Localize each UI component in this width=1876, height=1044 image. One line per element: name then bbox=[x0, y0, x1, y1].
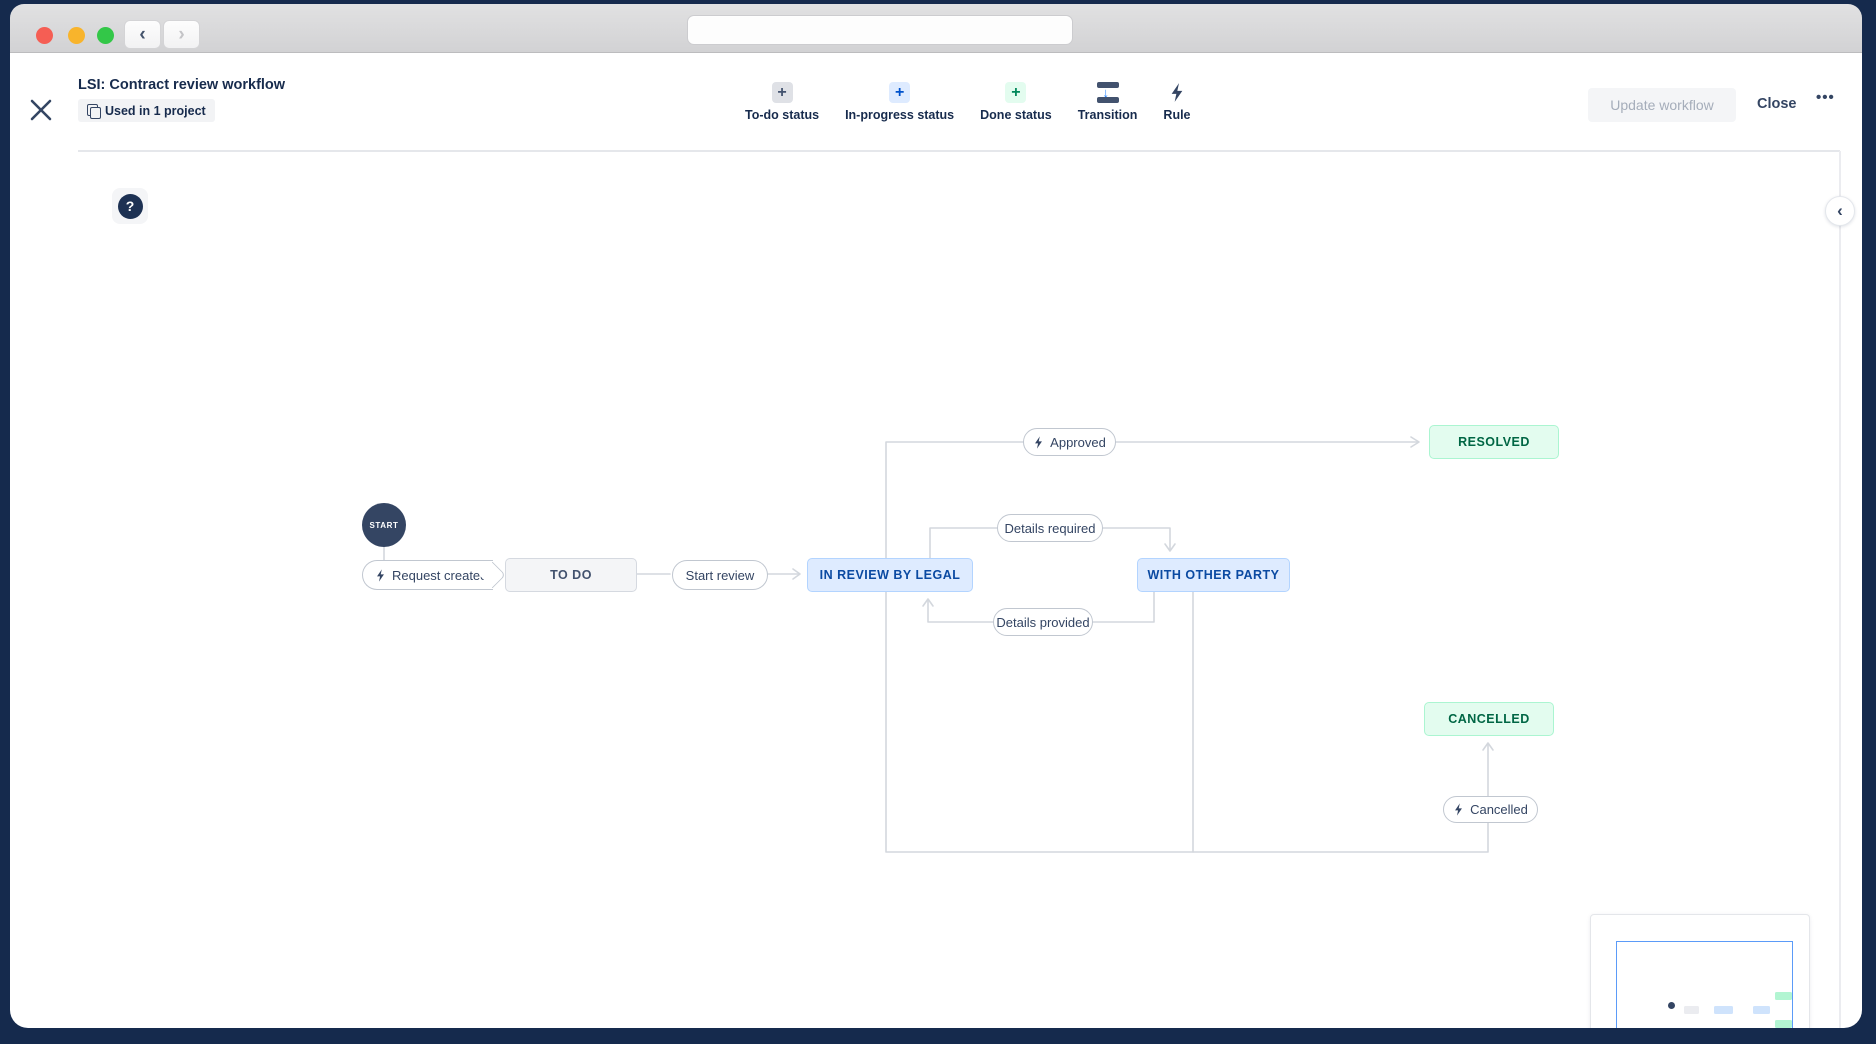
tool-label: Done status bbox=[980, 108, 1052, 122]
chevron-left-icon: ‹ bbox=[1837, 200, 1843, 220]
transition-label: Cancelled bbox=[1470, 802, 1528, 817]
start-node[interactable]: START bbox=[362, 503, 406, 547]
transition-icon: ↓ bbox=[1096, 82, 1119, 103]
browser-forward-button[interactable]: › bbox=[163, 20, 200, 49]
transition-label: Request created bbox=[392, 567, 488, 583]
transition-label: Approved bbox=[1050, 434, 1106, 450]
transition-details-required[interactable]: Details required bbox=[997, 514, 1103, 542]
add-done-status-button[interactable]: + Done status bbox=[980, 82, 1052, 122]
status-resolved[interactable]: RESOLVED bbox=[1429, 425, 1559, 459]
question-icon: ? bbox=[117, 193, 143, 219]
projects-icon bbox=[87, 104, 101, 119]
rule-bolt-icon bbox=[1169, 82, 1185, 103]
minimap-status-in-review bbox=[1714, 1006, 1733, 1014]
transition-label: Start review bbox=[685, 567, 755, 583]
add-rule-button[interactable]: Rule bbox=[1163, 82, 1191, 122]
close-editor-icon[interactable] bbox=[28, 97, 54, 123]
minimap-status-with-other-party bbox=[1753, 1006, 1770, 1014]
add-transition-button[interactable]: ↓ Transition bbox=[1077, 82, 1138, 122]
usage-badge-label: Used in 1 project bbox=[105, 103, 206, 118]
update-workflow-button[interactable]: Update workflow bbox=[1588, 88, 1736, 122]
collapse-panel-button[interactable]: ‹ bbox=[1825, 196, 1855, 226]
rule-bolt-icon bbox=[1453, 803, 1464, 816]
minimap-start-node bbox=[1668, 1002, 1675, 1009]
transition-label: Details required bbox=[1004, 520, 1096, 536]
transition-details-provided[interactable]: Details provided bbox=[993, 608, 1093, 636]
status-with-other-party[interactable]: WITH OTHER PARTY bbox=[1137, 558, 1290, 592]
forward-icon: › bbox=[178, 23, 185, 45]
add-todo-status-button[interactable]: + To-do status bbox=[745, 82, 819, 122]
workflow-connectors bbox=[383, 436, 1494, 853]
editor-toolbar: + To-do status + In-progress status + Do… bbox=[745, 82, 1191, 122]
todo-plus-icon: + bbox=[771, 82, 793, 103]
close-window-button[interactable] bbox=[36, 27, 53, 44]
panel-divider bbox=[1839, 151, 1841, 1028]
inprogress-plus-icon: + bbox=[889, 82, 911, 103]
transition-cancelled[interactable]: Cancelled bbox=[1443, 796, 1538, 823]
minimap-status-todo bbox=[1684, 1006, 1699, 1014]
tool-label: Rule bbox=[1163, 108, 1191, 122]
minimize-window-button[interactable] bbox=[68, 27, 85, 44]
back-icon: ‹ bbox=[139, 23, 146, 45]
header-divider bbox=[78, 150, 1840, 152]
add-inprogress-status-button[interactable]: + In-progress status bbox=[845, 82, 954, 122]
usage-badge[interactable]: Used in 1 project bbox=[78, 99, 215, 122]
zoom-window-button[interactable] bbox=[97, 27, 114, 44]
tool-label: To-do status bbox=[745, 108, 820, 122]
minimap-status-resolved bbox=[1775, 992, 1792, 1000]
transition-start-review[interactable]: Start review bbox=[672, 560, 768, 590]
close-button[interactable]: Close bbox=[1757, 96, 1797, 112]
status-cancelled[interactable]: CANCELLED bbox=[1424, 702, 1554, 736]
arrow-tip bbox=[479, 561, 506, 589]
transition-label: Details provided bbox=[996, 614, 1090, 630]
page-title: LSI: Contract review workflow bbox=[78, 77, 286, 93]
minimap-viewport[interactable] bbox=[1616, 941, 1793, 1028]
minimap[interactable] bbox=[1590, 914, 1810, 1028]
status-to-do[interactable]: TO DO bbox=[505, 558, 637, 592]
address-bar[interactable] bbox=[687, 15, 1073, 45]
status-in-review-by-legal[interactable]: IN REVIEW BY LEGAL bbox=[807, 558, 973, 592]
browser-back-button[interactable]: ‹ bbox=[124, 20, 161, 49]
tool-label: In-progress status bbox=[845, 108, 955, 122]
rule-bolt-icon bbox=[1033, 435, 1044, 449]
transition-approved[interactable]: Approved bbox=[1023, 428, 1116, 456]
workflow-editor: LSI: Contract review workflow Used in 1 … bbox=[10, 53, 1862, 1028]
rule-bolt-icon bbox=[375, 568, 386, 582]
minimap-status-cancelled bbox=[1775, 1020, 1792, 1028]
help-button[interactable]: ? bbox=[112, 188, 148, 224]
transition-request-created[interactable]: Request created bbox=[362, 560, 506, 590]
done-plus-icon: + bbox=[1005, 82, 1027, 103]
titlebar: ‹ › bbox=[10, 4, 1862, 53]
more-options-icon[interactable]: ••• bbox=[1816, 89, 1835, 106]
tool-label: Transition bbox=[1077, 108, 1138, 122]
